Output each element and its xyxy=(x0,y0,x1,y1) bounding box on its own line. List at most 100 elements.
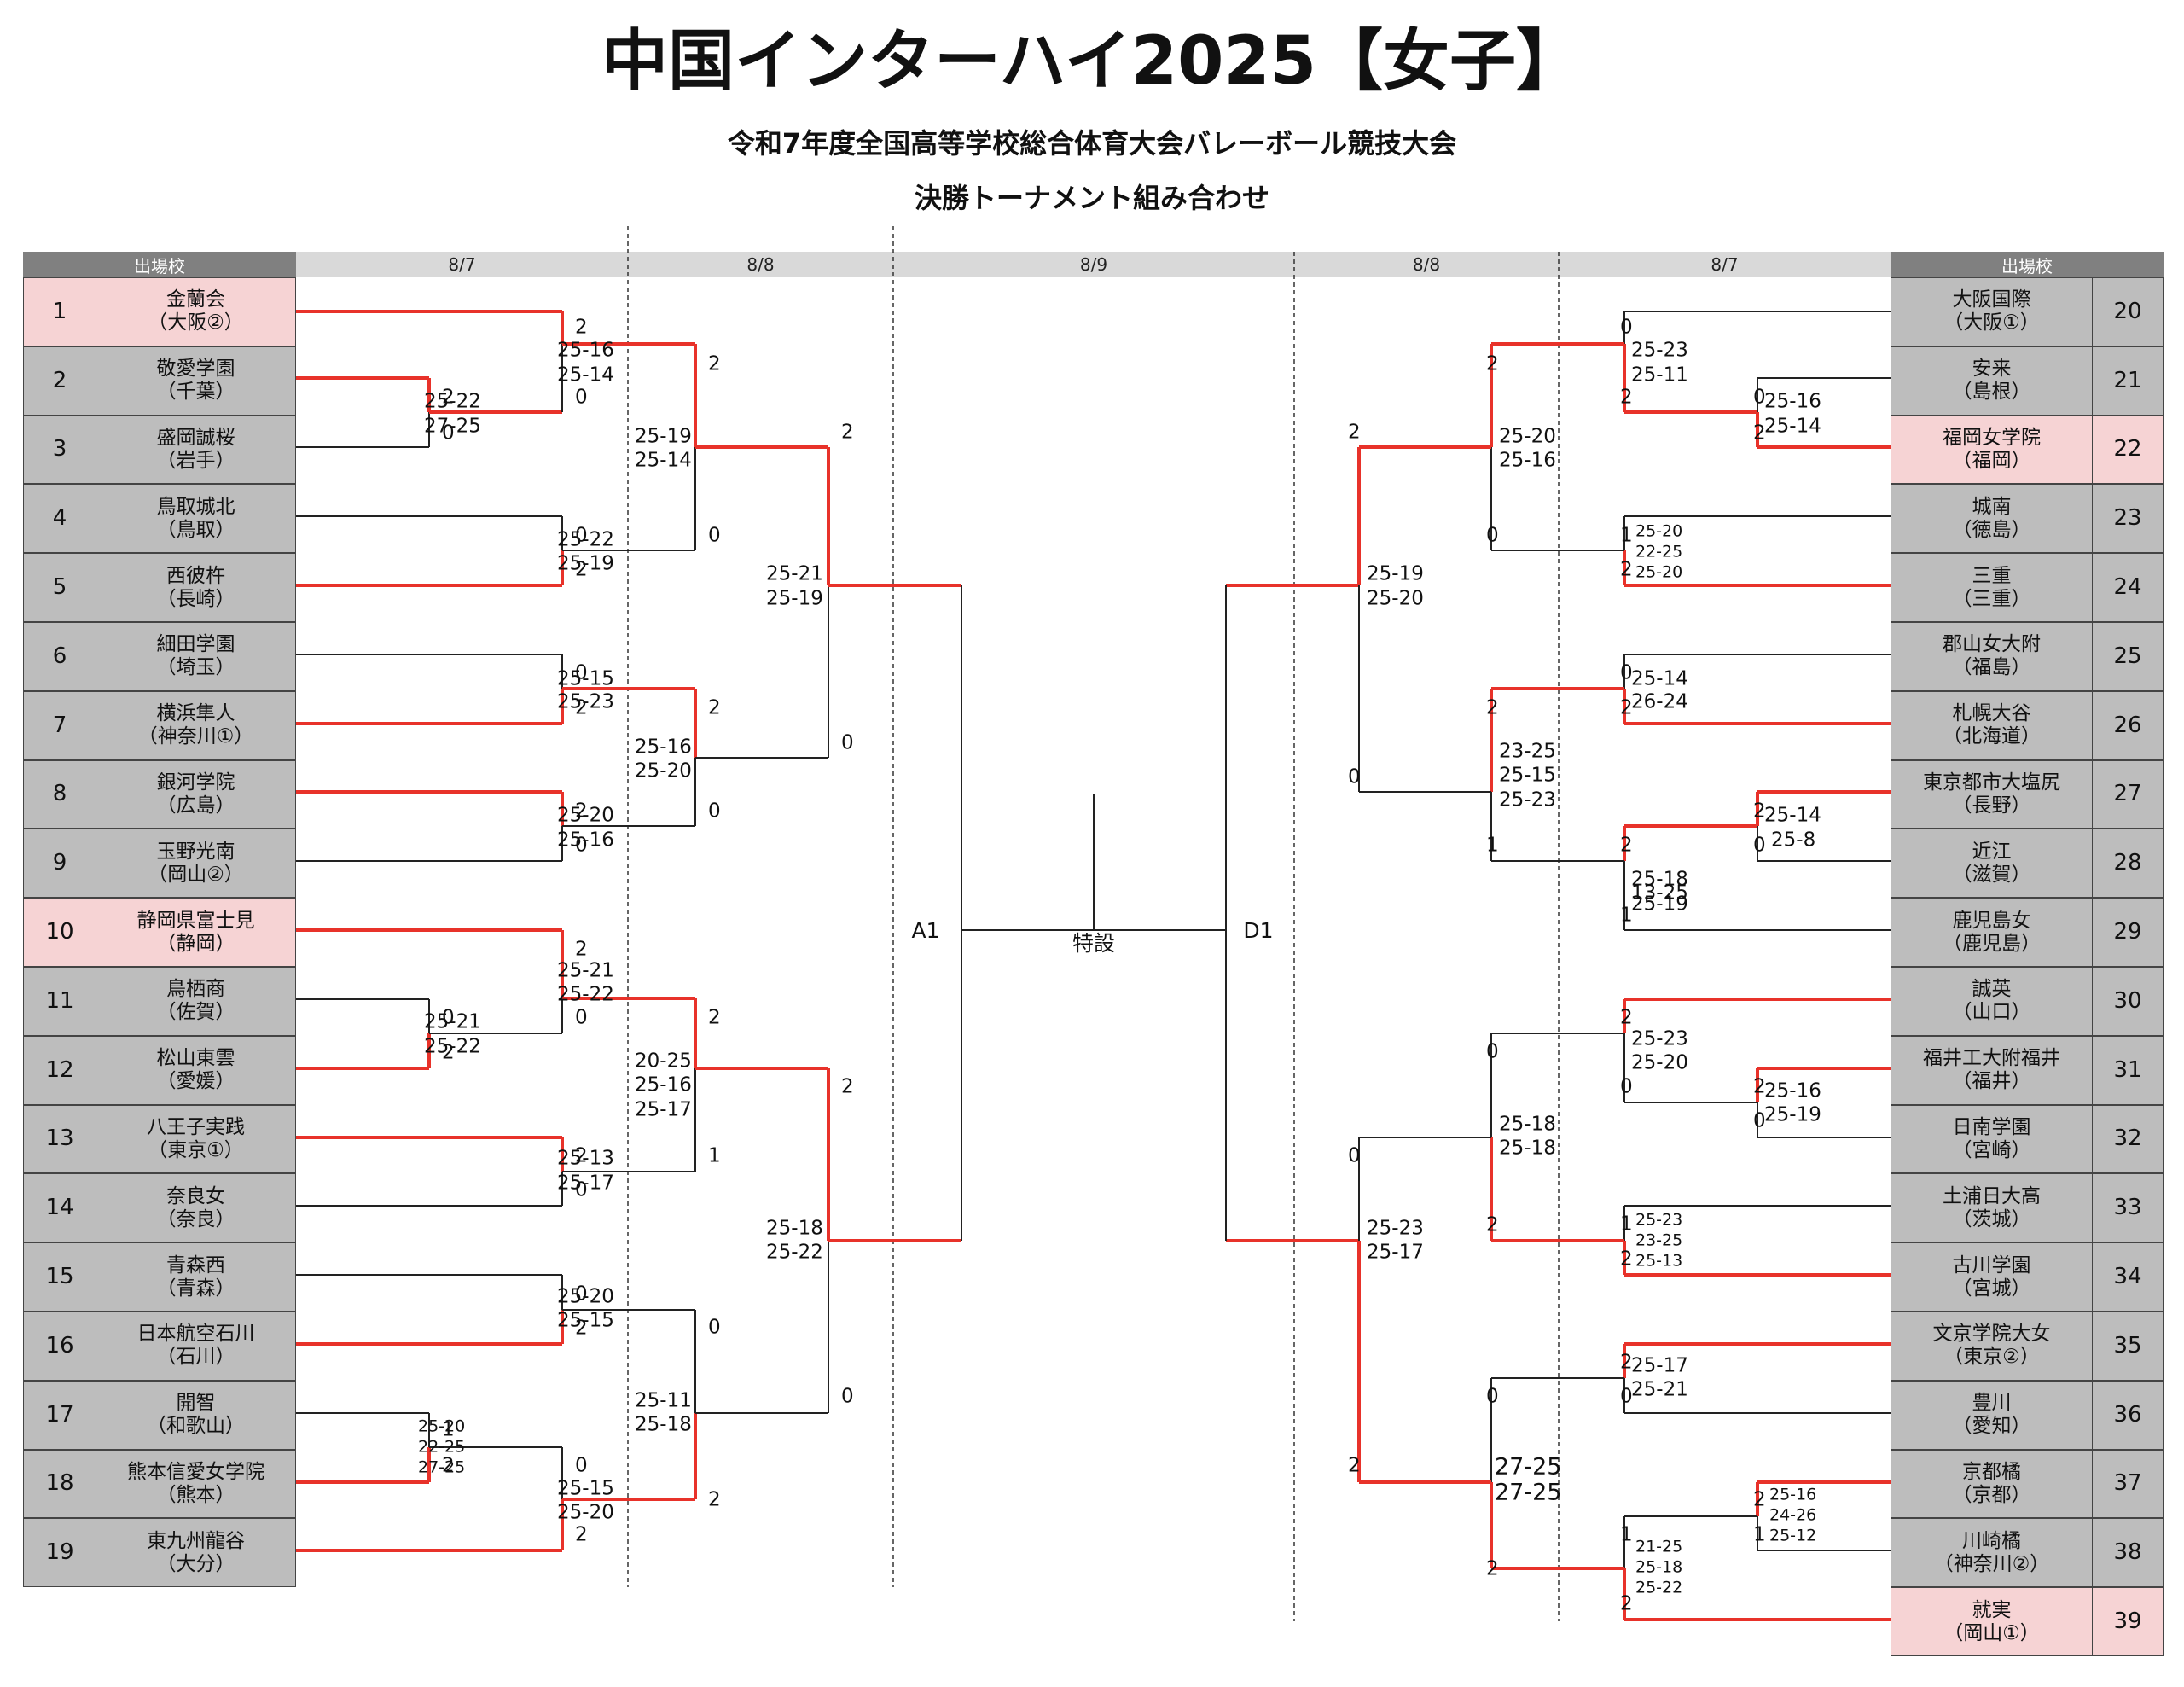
set-score: 25-20 xyxy=(1631,1052,1688,1074)
team-cell: 青森西（青森） xyxy=(96,1242,296,1312)
set-score: 25-19 xyxy=(1367,563,1424,585)
team-cell: 福井工大附福井（福井） xyxy=(1891,1035,2093,1105)
set-count: 2 xyxy=(1620,1007,1633,1029)
team-prefecture: （愛媛） xyxy=(156,1070,235,1093)
set-count: 2 xyxy=(1486,1214,1499,1236)
set-count: 0 xyxy=(575,662,588,684)
team-number: 20 xyxy=(2113,298,2142,324)
team-cell: 横浜隼人（神奈川①） xyxy=(96,690,296,760)
team-number-cell: 38 xyxy=(2092,1518,2164,1588)
team-prefecture: （鳥取） xyxy=(156,518,235,541)
set-score: 27-25 xyxy=(418,1458,465,1477)
team-name: 八王子実践 xyxy=(147,1115,245,1138)
team-name: 日本航空石川 xyxy=(136,1323,255,1346)
set-score: 20-25 xyxy=(635,1050,692,1073)
set-score: 25-20 xyxy=(418,1417,465,1436)
set-count: 2 xyxy=(575,559,588,581)
set-count: 2 xyxy=(1620,1248,1633,1271)
set-score: 25-16 xyxy=(635,1074,692,1097)
team-number: 32 xyxy=(2113,1126,2142,1152)
team-prefecture: （島根） xyxy=(1952,381,2031,404)
team-number: 9 xyxy=(52,850,67,876)
team-name: 松山東雲 xyxy=(156,1047,235,1070)
set-count: 0 xyxy=(1348,766,1361,788)
team-name: 誠英 xyxy=(1972,978,2012,1001)
team-prefecture: （京都） xyxy=(1952,1483,2031,1506)
team-name: 西彼杵 xyxy=(166,564,225,587)
team-cell: 鹿児島女（鹿児島） xyxy=(1891,898,2093,967)
set-score: 25-20 xyxy=(1367,588,1424,610)
team-number: 4 xyxy=(52,505,67,532)
team-prefecture: （埼玉） xyxy=(156,656,235,679)
team-name: 就実 xyxy=(1972,1598,2012,1621)
team-prefecture: （青森） xyxy=(156,1277,235,1300)
set-count: 1 xyxy=(1620,1524,1633,1546)
team-number-cell: 2 xyxy=(23,346,96,416)
team-number-cell: 36 xyxy=(2092,1380,2164,1450)
set-score: 25-21 xyxy=(1631,1379,1688,1401)
set-score: 25-13 xyxy=(1635,1252,1682,1271)
team-name: 東京都市大塩尻 xyxy=(1923,771,2060,794)
set-score: 25-18 xyxy=(766,1218,823,1240)
team-name: 銀河学院 xyxy=(156,771,235,794)
set-score: 25-16 xyxy=(1499,450,1556,472)
set-score: 25-20 xyxy=(635,760,692,782)
team-prefecture: （茨城） xyxy=(1952,1207,2031,1230)
team-prefecture: （静岡） xyxy=(156,932,235,955)
team-number-cell: 29 xyxy=(2092,898,2164,967)
team-cell: 就実（岡山①） xyxy=(1891,1587,2093,1656)
team-cell: 文京学院大女（東京②） xyxy=(1891,1312,2093,1381)
team-number: 31 xyxy=(2113,1056,2142,1083)
team-name: 三重 xyxy=(1972,564,2012,587)
team-prefecture: （愛知） xyxy=(1952,1415,2031,1438)
team-number: 35 xyxy=(2113,1332,2142,1358)
set-count: 2 xyxy=(575,317,588,339)
team-number: 39 xyxy=(2113,1608,2142,1635)
set-score: 25-17 xyxy=(1631,1355,1688,1377)
set-count: 2 xyxy=(1620,559,1633,581)
team-name: 奈良女 xyxy=(166,1184,225,1207)
set-score: 25-23 xyxy=(1631,340,1688,362)
set-score: 25-18 xyxy=(635,1414,692,1436)
set-score: 25-19 xyxy=(557,553,614,575)
set-score: 25-15 xyxy=(557,668,614,690)
set-count: 0 xyxy=(575,835,588,857)
team-prefecture: （長崎） xyxy=(156,587,235,610)
set-score: 25-12 xyxy=(1769,1527,1816,1545)
team-name: 鳥栖商 xyxy=(166,978,225,1001)
set-score: 13-25 xyxy=(1631,882,1688,905)
set-score: 25-18 xyxy=(1499,1137,1556,1160)
team-name: 細田学園 xyxy=(156,633,235,656)
set-count: 2 xyxy=(1753,800,1766,823)
set-score: 25-21 xyxy=(557,960,614,982)
team-prefecture: （千葉） xyxy=(156,381,235,404)
set-score: 25-15 xyxy=(1499,765,1556,787)
team-prefecture: （東京②） xyxy=(1943,1346,2040,1369)
team-number-cell: 4 xyxy=(23,484,96,554)
set-score: 25-21 xyxy=(766,563,823,585)
set-count: 0 xyxy=(575,1283,588,1306)
team-number: 14 xyxy=(45,1195,74,1221)
team-cell: 古川学園（宮城） xyxy=(1891,1242,2093,1312)
set-count: 2 xyxy=(575,697,588,719)
set-score: 25-15 xyxy=(557,1310,614,1332)
header-date-2: 8/8 xyxy=(628,252,893,277)
team-number-cell: 37 xyxy=(2092,1449,2164,1519)
team-number: 7 xyxy=(52,712,67,738)
team-cell: 三重（三重） xyxy=(1891,553,2093,622)
set-score: 25-14 xyxy=(1764,805,1821,827)
team-name: 鹿児島女 xyxy=(1952,909,2031,932)
team-number-cell: 25 xyxy=(2092,622,2164,691)
team-number-cell: 19 xyxy=(23,1518,96,1588)
team-name: 城南 xyxy=(1972,495,2012,518)
team-prefecture: （鹿児島） xyxy=(1943,932,2041,955)
set-score: 25-20 xyxy=(557,1502,614,1524)
set-score: 25-16 xyxy=(1764,391,1821,413)
set-score: 22-25 xyxy=(418,1438,465,1457)
set-score: 25-20 xyxy=(557,1286,614,1308)
set-count: 1 xyxy=(1620,525,1633,547)
set-count: 2 xyxy=(1620,697,1633,719)
team-name: 鳥取城北 xyxy=(156,495,235,518)
team-name: 福岡女学院 xyxy=(1943,426,2041,449)
set-score: 23-25 xyxy=(1635,1231,1682,1250)
